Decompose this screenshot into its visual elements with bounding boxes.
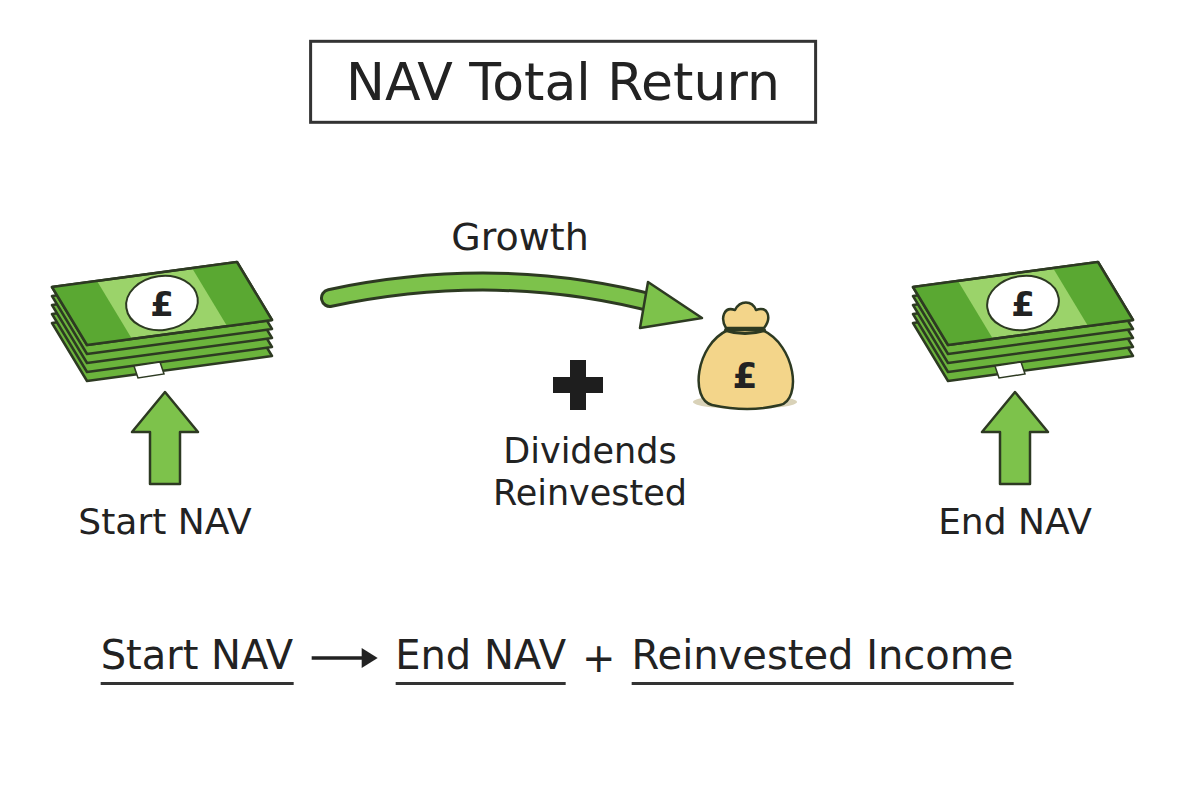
dividends-label: Dividends Reinvested: [460, 430, 720, 514]
start-nav-label: Start NAV: [78, 500, 251, 543]
currency-symbol: £: [1011, 284, 1035, 325]
end-nav-label: End NAV: [938, 500, 1092, 543]
up-arrow-right: [982, 392, 1048, 484]
currency-symbol: £: [732, 354, 757, 397]
growth-label: Growth: [451, 215, 589, 261]
cash-stack-right: [913, 262, 1133, 381]
cash-stack-left: [52, 262, 272, 381]
formula-operator: +: [582, 633, 616, 683]
formula-term: End NAV: [395, 630, 566, 685]
money-bag: [693, 303, 797, 410]
up-arrow-left: [132, 392, 198, 484]
plus-symbol: [553, 360, 603, 410]
formula: Start NAV End NAV + Reinvested Income: [101, 630, 1014, 685]
formula-term: Reinvested Income: [632, 630, 1014, 685]
title: NAV Total Return: [309, 40, 817, 124]
formula-arrow: [309, 643, 379, 673]
growth-arrow: [330, 282, 702, 328]
formula-term: Start NAV: [101, 630, 294, 685]
currency-symbol: £: [150, 284, 174, 325]
